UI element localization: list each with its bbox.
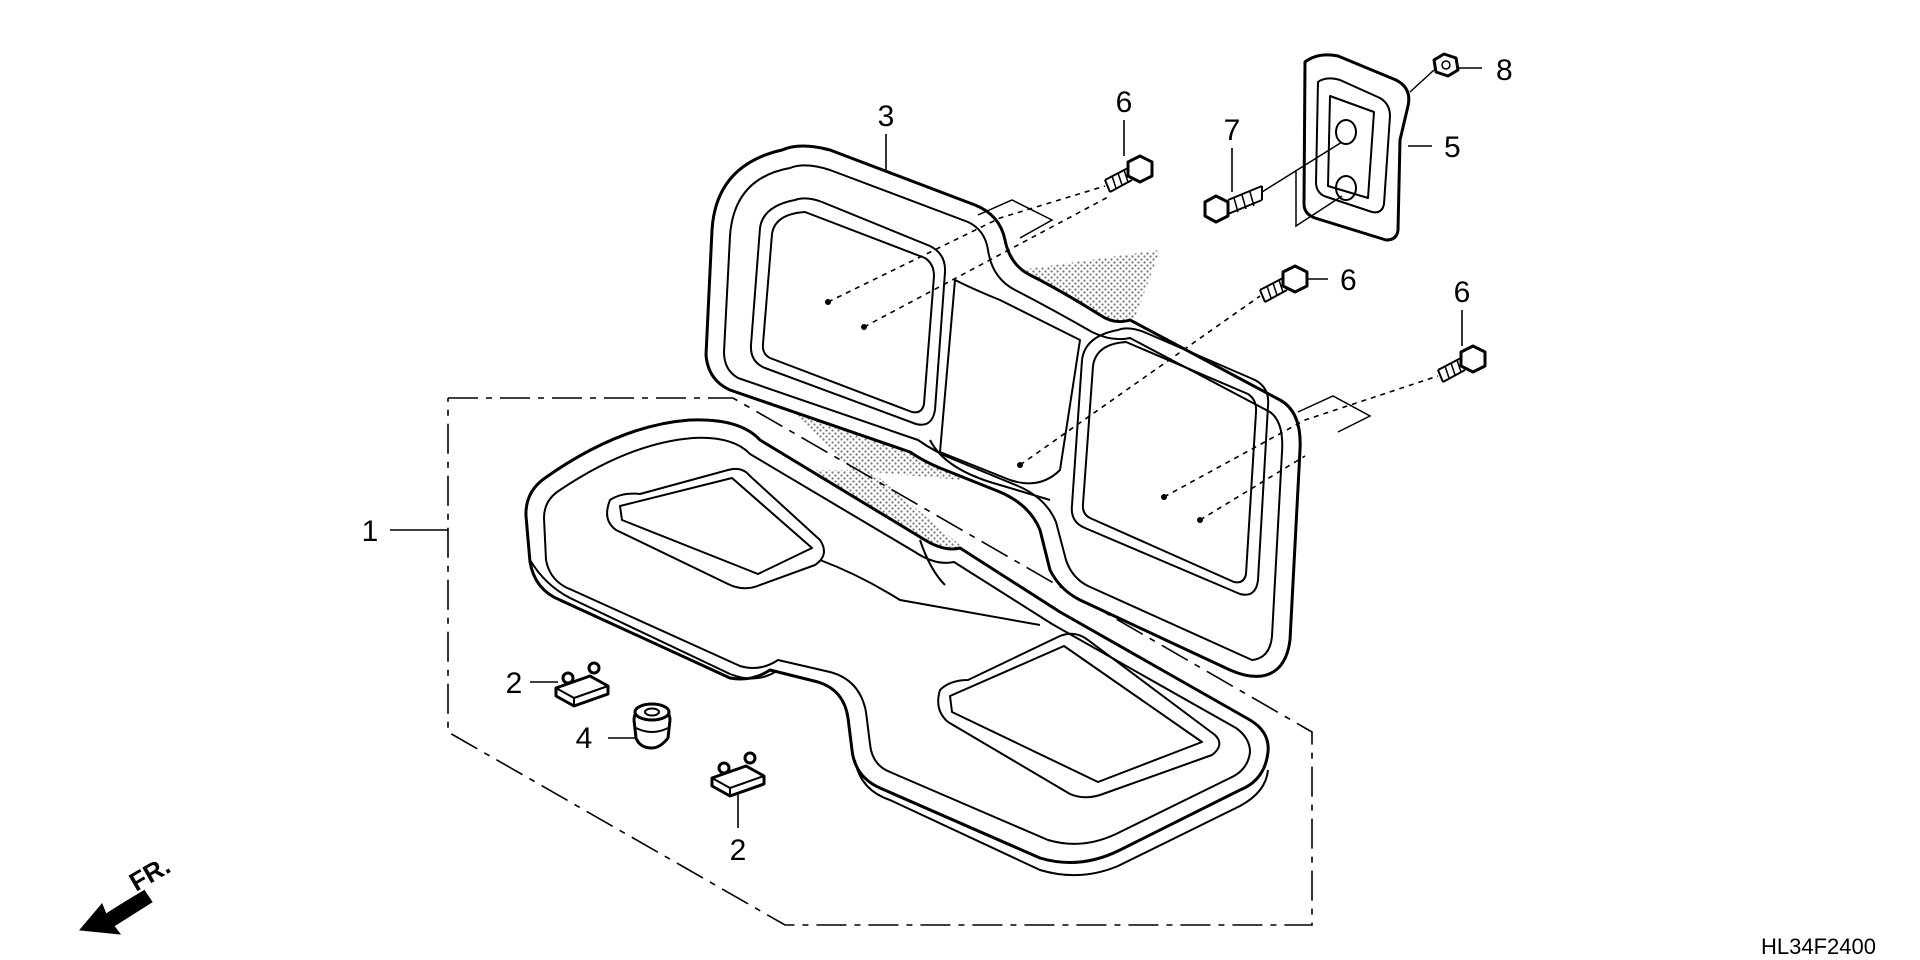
diagram-code: HL34F2400: [1761, 934, 1876, 959]
leader-lines: [390, 67, 1482, 828]
front-label: FR.: [124, 850, 175, 897]
callout-6-middle: 6: [1340, 264, 1357, 297]
clip-2-right[interactable]: [710, 751, 766, 798]
bolt-6-middle[interactable]: [1259, 264, 1309, 303]
bolt-7[interactable]: [1203, 185, 1263, 224]
nut-8[interactable]: [1432, 52, 1460, 78]
callout-8: 8: [1496, 54, 1513, 87]
mounting-guides: [827, 69, 1439, 521]
callout-1: 1: [362, 515, 379, 548]
backrest[interactable]: [704, 144, 1372, 678]
callout-7: 7: [1224, 114, 1241, 147]
callout-6-top: 6: [1116, 86, 1133, 119]
callout-2-right: 2: [730, 834, 747, 867]
callout-2-left: 2: [506, 667, 523, 700]
grommet-4[interactable]: [632, 702, 672, 750]
callout-4: 4: [576, 722, 593, 755]
seat-assembly-boundary: [447, 397, 1313, 926]
bolt-6-top[interactable]: [1104, 154, 1154, 193]
callout-5: 5: [1444, 131, 1461, 164]
bolt-6-right[interactable]: [1437, 344, 1487, 383]
clip-2-left[interactable]: [554, 661, 610, 708]
callout-3: 3: [878, 100, 895, 133]
headrest-bracket[interactable]: [1302, 53, 1411, 242]
front-direction-arrow: FR.: [79, 850, 175, 935]
seat-base[interactable]: [524, 418, 1270, 877]
callout-6-right: 6: [1454, 276, 1471, 309]
arrow-icon: [79, 887, 153, 935]
